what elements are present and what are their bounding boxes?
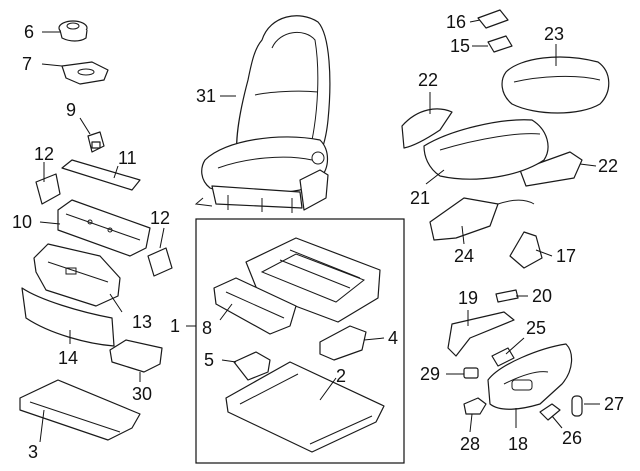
part-6-switch xyxy=(58,20,88,42)
part-13-lower-frame xyxy=(33,243,121,307)
part-1-frame-box xyxy=(195,218,405,464)
callout-5: 5 xyxy=(204,350,214,370)
callout-12-right: 12 xyxy=(150,208,170,228)
part-12-cap-right xyxy=(147,247,173,277)
part-15-connector xyxy=(487,35,513,53)
part-27-cap xyxy=(571,395,583,417)
part-17-bracket xyxy=(509,231,543,269)
part-9-clip xyxy=(87,131,105,153)
callout-24: 24 xyxy=(454,246,474,266)
part-22-bolster-left xyxy=(401,108,453,149)
callout-27: 27 xyxy=(604,394,624,414)
part-10-front-frame xyxy=(57,199,151,257)
callout-21: 21 xyxy=(410,188,430,208)
part-29-knob xyxy=(463,367,479,379)
callout-16: 16 xyxy=(446,12,466,32)
callout-15: 15 xyxy=(450,36,470,56)
part-22-bolster-right xyxy=(519,151,583,187)
part-18-side-shield xyxy=(487,343,573,410)
part-7-bracket xyxy=(61,61,109,85)
callout-19: 19 xyxy=(458,288,478,308)
callout-12-left: 12 xyxy=(34,144,54,164)
leader-lines xyxy=(39,19,600,443)
callout-8: 8 xyxy=(202,318,212,338)
part-30-module xyxy=(109,339,163,373)
callout-2: 2 xyxy=(336,366,346,386)
callout-23: 23 xyxy=(544,24,564,44)
part-16-connector xyxy=(477,9,509,29)
callout-30: 30 xyxy=(132,384,152,404)
part-11-trim-strip xyxy=(61,159,141,191)
callout-26: 26 xyxy=(562,428,582,448)
part-14-trim-panel xyxy=(21,287,115,347)
part-20-clip xyxy=(495,289,519,303)
part-24-heater xyxy=(429,197,535,241)
callout-1: 1 xyxy=(170,316,180,336)
callout-25: 25 xyxy=(526,318,546,338)
callout-7: 7 xyxy=(22,54,32,74)
callout-14: 14 xyxy=(58,348,78,368)
callout-28: 28 xyxy=(460,434,480,454)
part-26-knob xyxy=(539,403,561,421)
callout-17: 17 xyxy=(556,246,576,266)
callout-29: 29 xyxy=(420,364,440,384)
part-31-seat-assembly xyxy=(194,15,331,213)
part-21-cushion-pad xyxy=(423,119,549,180)
callout-9: 9 xyxy=(66,100,76,120)
callout-11: 11 xyxy=(118,148,137,168)
callout-3: 3 xyxy=(28,442,38,462)
part-28-knob xyxy=(463,397,487,415)
callout-20: 20 xyxy=(532,286,552,306)
callout-31: 31 xyxy=(196,86,216,106)
callout-13: 13 xyxy=(132,312,152,332)
part-19-trim xyxy=(447,311,515,357)
callout-22-top: 22 xyxy=(418,70,438,90)
callouts: 6 7 9 11 12 12 10 13 14 30 3 1 8 5 4 2 3… xyxy=(12,12,624,462)
part-3-seat-track xyxy=(19,379,141,441)
callout-10: 10 xyxy=(12,212,32,232)
part-23-cushion-cover xyxy=(501,56,610,114)
callout-22-right: 22 xyxy=(598,156,618,176)
callout-18: 18 xyxy=(508,434,528,454)
callout-4: 4 xyxy=(388,328,398,348)
part-12-cap-left xyxy=(35,173,61,205)
callout-6: 6 xyxy=(24,22,34,42)
part-25-switch xyxy=(491,347,515,367)
